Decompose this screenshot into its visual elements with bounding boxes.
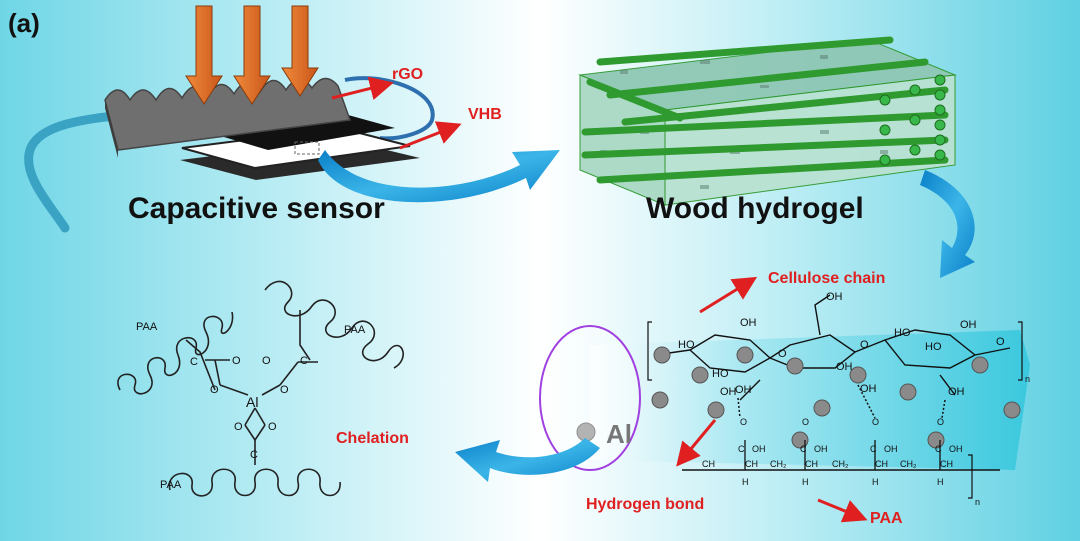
svg-text:CH₂: CH₂	[900, 459, 917, 469]
svg-text:OH: OH	[752, 444, 766, 454]
svg-text:OH: OH	[948, 386, 965, 398]
svg-text:O: O	[996, 336, 1005, 348]
svg-text:CH: CH	[745, 459, 758, 469]
svg-text:C: C	[190, 356, 198, 368]
svg-text:C: C	[935, 444, 942, 454]
svg-text:O: O	[262, 355, 271, 367]
svg-text:CH₂: CH₂	[832, 459, 849, 469]
capacitive-sensor-title: Capacitive sensor	[128, 192, 385, 225]
cellulose-pointer-arrow	[699, 276, 758, 314]
wood-hydrogel-title: Wood hydrogel	[646, 192, 864, 225]
svg-text:O: O	[872, 417, 879, 427]
svg-text:C: C	[800, 444, 807, 454]
al-ion-label: Al	[606, 419, 632, 449]
detail-box	[294, 141, 320, 155]
svg-text:HO: HO	[678, 339, 695, 351]
paa-label: PAA	[870, 510, 903, 527]
svg-text:H: H	[872, 477, 879, 487]
svg-text:C: C	[738, 444, 745, 454]
molecular-structure: HO OH OH HO O OH O OH HO HO OH O OH OH O…	[539, 276, 1030, 523]
svg-text:CH: CH	[702, 459, 715, 469]
flow-arrow-sensor-to-wood	[318, 150, 560, 203]
hydrogen-bond-label: Hydrogen bond	[586, 496, 705, 513]
al-ions	[576, 346, 1021, 449]
svg-text:HO: HO	[925, 341, 942, 353]
structure-beam	[590, 330, 1030, 470]
corrugated-side	[105, 100, 118, 158]
svg-text:O: O	[210, 384, 219, 396]
svg-text:C: C	[300, 355, 308, 367]
svg-text:H: H	[937, 477, 944, 487]
svg-text:CH: CH	[875, 459, 888, 469]
chelation-label: Chelation	[336, 430, 409, 447]
subscript-n-paa: n	[975, 497, 980, 507]
chelation-atom-labels: C O O O C O O O C	[190, 355, 308, 461]
flow-arrow-wood-to-structure	[920, 170, 975, 278]
rgo-label: rGO	[392, 66, 424, 83]
chelation-structure	[117, 280, 404, 497]
chelation-paa-label-left: PAA	[136, 321, 158, 333]
svg-text:OH: OH	[814, 444, 828, 454]
svg-text:OH: OH	[826, 291, 843, 303]
svg-text:O: O	[937, 417, 944, 427]
subscript-n-cellulose: n	[1025, 374, 1030, 384]
svg-text:O: O	[802, 417, 809, 427]
svg-text:C: C	[250, 449, 258, 461]
svg-text:OH: OH	[860, 383, 877, 395]
wood-hydrogel-illustration	[578, 36, 957, 206]
svg-text:OH: OH	[949, 444, 963, 454]
vhb-pointer-arrow	[399, 121, 462, 150]
svg-text:O: O	[280, 384, 289, 396]
paa-pointer-arrow	[817, 498, 868, 523]
svg-text:O: O	[778, 348, 787, 360]
svg-text:O: O	[740, 417, 747, 427]
chelation-paa-label-right: PAA	[344, 324, 366, 336]
svg-text:CH₂: CH₂	[770, 459, 787, 469]
svg-text:O: O	[234, 421, 243, 433]
capacitive-sensor-illustration	[24, 5, 462, 233]
svg-text:O: O	[268, 421, 277, 433]
rgo-pointer-arrow	[331, 76, 394, 101]
svg-text:OH: OH	[740, 317, 757, 329]
svg-text:OH: OH	[836, 361, 853, 373]
press-arrows	[185, 5, 319, 105]
svg-text:O: O	[860, 339, 869, 351]
vhb-label: VHB	[468, 106, 502, 123]
svg-text:OH: OH	[884, 444, 898, 454]
svg-text:H: H	[742, 477, 749, 487]
hydrogen-bond-pointer-arrow	[676, 419, 717, 467]
svg-text:OH: OH	[735, 384, 752, 396]
svg-text:CH: CH	[940, 459, 953, 469]
svg-text:HO: HO	[712, 368, 729, 380]
chelation-metal-label: Al	[246, 394, 258, 410]
svg-text:OH: OH	[960, 319, 977, 331]
cellulose-chain-label: Cellulose chain	[768, 270, 886, 287]
chelation-paa-label-bottom: PAA	[160, 479, 182, 491]
svg-text:HO: HO	[894, 327, 911, 339]
al-zoom-ellipse	[539, 325, 641, 471]
flow-arrow-structure-to-chelation	[455, 438, 600, 482]
panel-label: (a)	[8, 8, 40, 38]
svg-text:OH: OH	[720, 386, 737, 398]
svg-text:C: C	[870, 444, 877, 454]
svg-text:H: H	[802, 477, 809, 487]
svg-text:O: O	[232, 355, 241, 367]
svg-text:CH: CH	[805, 459, 818, 469]
